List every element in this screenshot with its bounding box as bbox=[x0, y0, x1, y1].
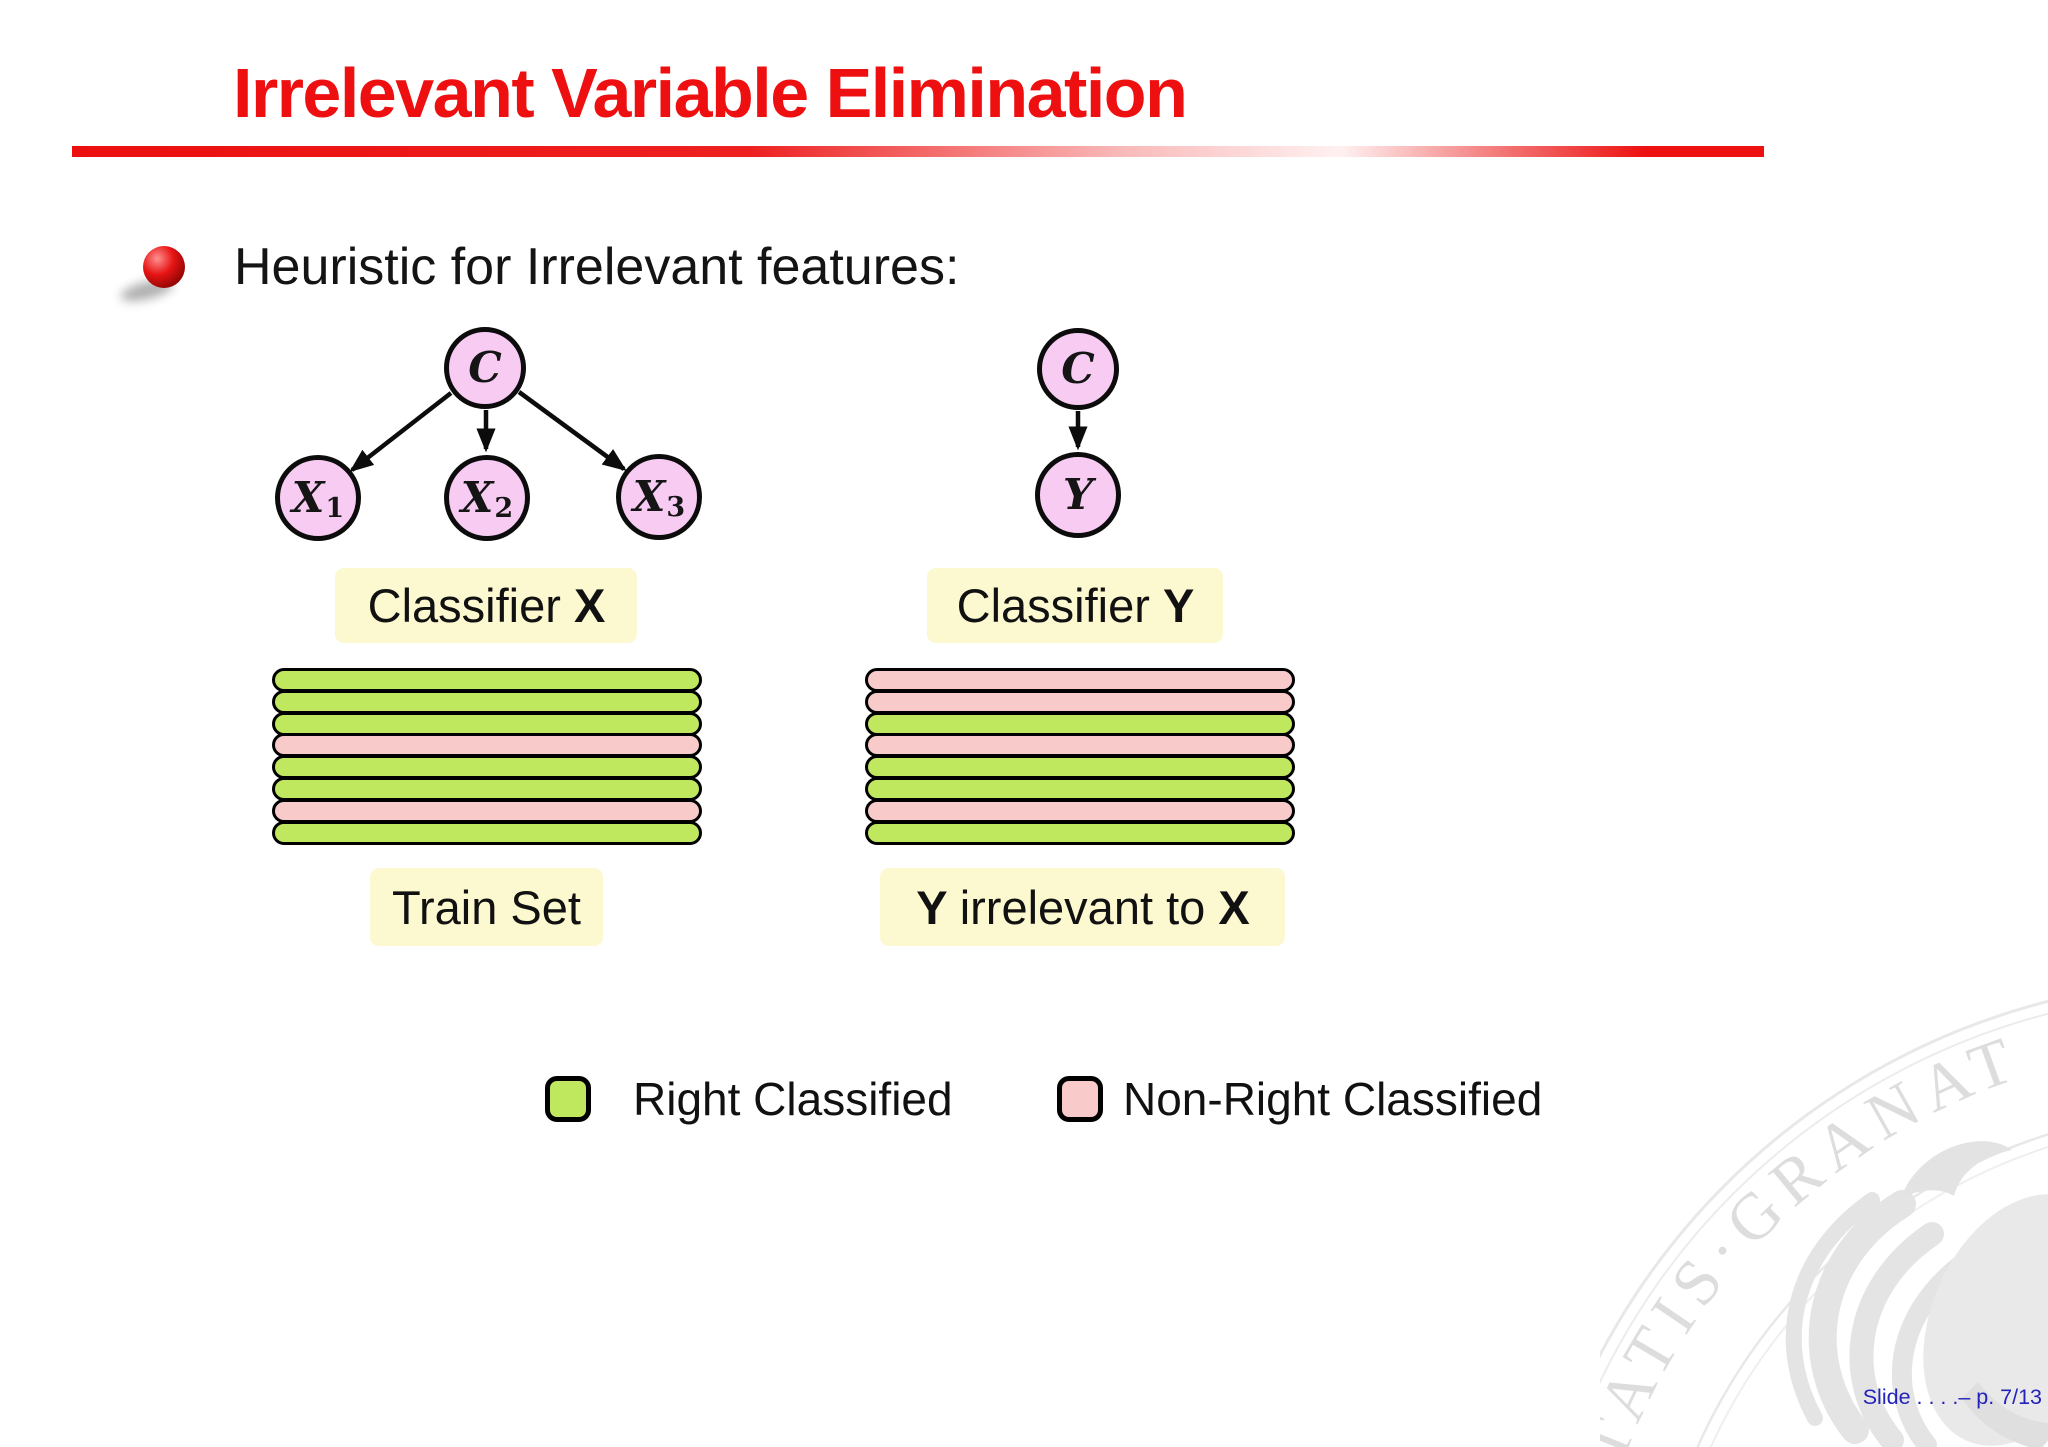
train-row-green bbox=[865, 755, 1295, 780]
legend-label-non-right-classified: Non-Right Classified bbox=[1123, 1073, 1543, 1125]
train-row-pink bbox=[865, 733, 1295, 758]
classifier-y-label: Classifier Y bbox=[927, 568, 1223, 643]
train-row-pink bbox=[865, 689, 1295, 714]
train-row-green bbox=[272, 755, 702, 780]
legend-label-right-classified: Right Classified bbox=[633, 1073, 953, 1125]
train-row-green bbox=[865, 777, 1295, 801]
slide-title: Irrelevant Variable Elimination bbox=[233, 54, 1188, 132]
train-row-green bbox=[865, 711, 1295, 736]
node-x2: X 2 bbox=[444, 455, 530, 541]
university-seal-watermark: TATIS·GRANATENSIS bbox=[1600, 1000, 2048, 1447]
train-row-green bbox=[272, 668, 702, 692]
seal-eagle-body bbox=[1900, 1141, 2048, 1447]
train-row-pink bbox=[272, 798, 702, 823]
train-row-pink bbox=[272, 733, 702, 758]
seal-eagle-wing bbox=[1785, 1190, 1972, 1447]
train-row-pink bbox=[865, 668, 1295, 692]
title-underline bbox=[72, 146, 1764, 157]
train-set-stack-right bbox=[865, 668, 1295, 846]
train-row-green bbox=[272, 711, 702, 736]
train-row-green bbox=[865, 820, 1295, 845]
red-ball-bullet-icon bbox=[143, 246, 185, 288]
bullet-heading: Heuristic for Irrelevant features: bbox=[234, 238, 960, 296]
train-set-caption: Train Set bbox=[370, 868, 603, 946]
train-set-stack-left bbox=[272, 668, 702, 846]
slide-page-number: Slide . . . .– p. 7/13 bbox=[1862, 1385, 2042, 1409]
train-row-green bbox=[272, 777, 702, 801]
node-x3: X 3 bbox=[616, 454, 702, 540]
train-row-green bbox=[272, 689, 702, 714]
node-x1: X 1 bbox=[275, 455, 361, 541]
node-c-right: C bbox=[1037, 328, 1119, 410]
train-row-pink bbox=[865, 798, 1295, 823]
legend-swatch-non-right-classified bbox=[1057, 1076, 1103, 1122]
node-c-left: C bbox=[444, 327, 526, 409]
y-irrelevant-caption: Y irrelevant to X bbox=[880, 868, 1285, 946]
classifier-x-label: Classifier X bbox=[335, 568, 637, 643]
train-row-green bbox=[272, 820, 702, 845]
legend-swatch-right-classified bbox=[545, 1076, 591, 1122]
node-y: Y bbox=[1035, 452, 1121, 538]
